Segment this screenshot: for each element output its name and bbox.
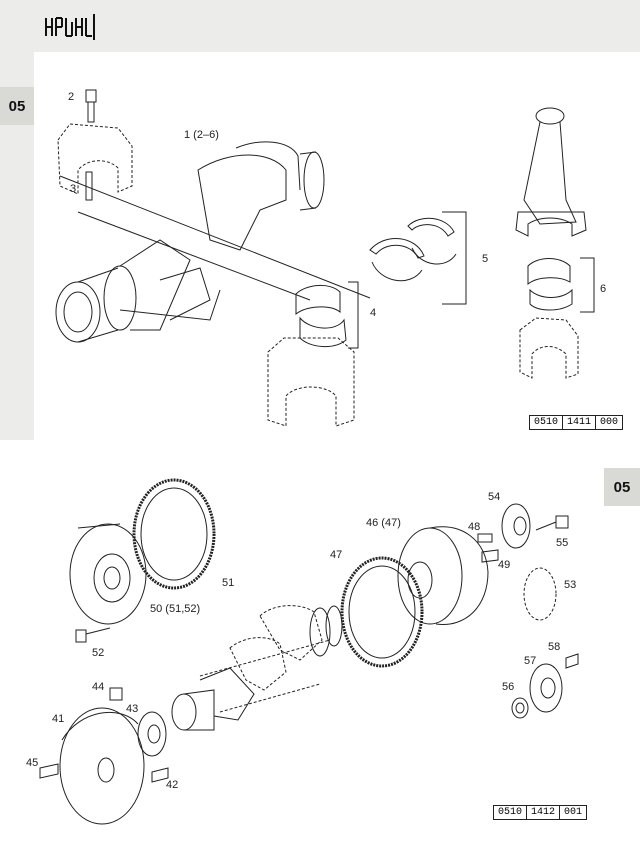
flywheel-46-illustration — [397, 526, 489, 625]
callout-41: 41 — [52, 713, 64, 725]
connecting-rod-illustration — [515, 107, 587, 237]
bolt-58-illustration — [565, 653, 579, 669]
section-tab-label: 05 — [613, 478, 631, 496]
bolt-2-illustration — [85, 89, 97, 123]
ref-part: 000 — [595, 416, 622, 429]
dowel-3-illustration — [85, 171, 93, 201]
callout-47: 47 — [330, 549, 342, 561]
pulley-41-illustration — [59, 707, 145, 825]
ref-part: 1411 — [562, 416, 595, 429]
callout-2: 2 — [68, 91, 74, 103]
callout-4: 4 — [370, 307, 376, 319]
reference-code-bottom: 0510 1412 001 — [493, 805, 588, 820]
conrod-bearing-shells-6-illustration — [527, 257, 595, 313]
ring-gear-51-illustration — [132, 478, 216, 590]
crankshaft-illustration — [55, 141, 325, 343]
thrust-washers-5-illustration — [369, 211, 467, 305]
callout-56: 56 — [502, 681, 514, 693]
conrod-cap-illustration — [519, 317, 579, 379]
callout-1: 1 (2–6) — [184, 129, 219, 141]
callout-6: 6 — [600, 283, 606, 295]
ref-part: 001 — [559, 806, 586, 819]
bolt-55-illustration — [535, 515, 569, 531]
callout-50: 50 (51,52) — [150, 603, 200, 615]
callout-45: 45 — [26, 757, 38, 769]
dowel-48-illustration — [477, 533, 493, 543]
crankshaft-diagram-panel — [34, 52, 640, 440]
section-tab-label: 05 — [8, 97, 26, 115]
ref-part: 0510 — [534, 417, 559, 428]
crankshaft-gear-illustration — [309, 605, 343, 657]
crankshaft-outline-illustration — [199, 605, 331, 713]
reference-code-top: 0510 1411 000 — [529, 415, 624, 430]
callout-42: 42 — [166, 779, 178, 791]
callout-58: 58 — [548, 641, 560, 653]
callout-51: 51 — [222, 577, 234, 589]
section-tab-top: 05 — [0, 87, 34, 125]
callout-3: 3 — [70, 183, 76, 195]
block-saddle-illustration — [267, 337, 355, 427]
bolt-49-illustration — [481, 549, 499, 563]
main-bearing-shells-4-illustration — [295, 281, 359, 349]
callout-55: 55 — [556, 537, 568, 549]
callout-43: 43 — [126, 703, 138, 715]
front-crankshaft-illustration — [171, 667, 255, 731]
callout-53: 53 — [564, 579, 576, 591]
main-bearing-cap-illustration — [57, 123, 133, 195]
ref-part: 0510 — [498, 807, 523, 818]
damper-57-illustration — [529, 663, 563, 713]
flywheel-bolts-52-illustration — [75, 627, 111, 643]
callout-46: 46 (47) — [366, 517, 401, 529]
ref-part: 1412 — [526, 806, 559, 819]
seal-56-illustration — [511, 697, 529, 719]
brand-logo — [44, 12, 96, 42]
bolt-44-illustration — [109, 687, 123, 701]
callout-52: 52 — [92, 647, 104, 659]
flange-54-illustration — [501, 503, 531, 549]
flywheel-50-illustration — [69, 523, 147, 625]
callout-5: 5 — [482, 253, 488, 265]
callout-49: 49 — [498, 559, 510, 571]
callout-57: 57 — [524, 655, 536, 667]
callout-48: 48 — [468, 521, 480, 533]
callout-54: 54 — [488, 491, 500, 503]
callout-44: 44 — [92, 681, 104, 693]
hub-43-illustration — [137, 711, 167, 757]
bolt-45-illustration — [39, 763, 59, 779]
section-tab-bottom: 05 — [604, 468, 640, 506]
ring-gear-47-illustration — [340, 556, 424, 668]
seal-53-illustration — [523, 567, 557, 621]
bolt-42-illustration — [151, 767, 169, 783]
